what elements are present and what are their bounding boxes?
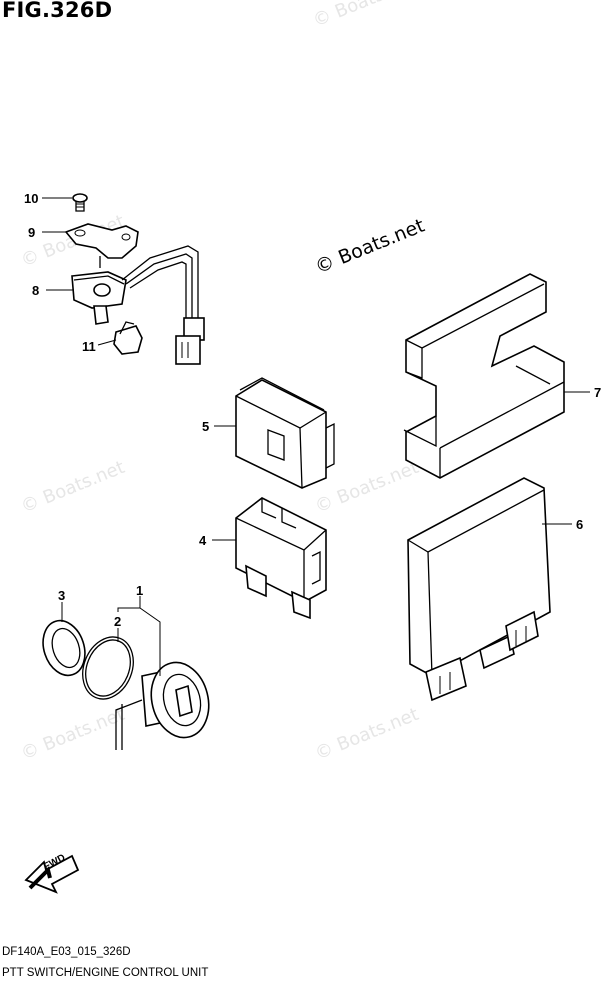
callout-5: 5 — [202, 419, 210, 434]
part-1-switch — [115, 661, 210, 750]
callout-9: 9 — [28, 225, 36, 240]
part-5-box — [235, 377, 335, 489]
callout-2: 2 — [114, 614, 122, 629]
figure-title: FIG.326D — [2, 0, 113, 22]
part-8-sensor — [71, 245, 205, 365]
callout-4: 4 — [199, 533, 207, 548]
part-7-cover — [403, 273, 565, 479]
diagram-caption: PTT SWITCH/ENGINE CONTROL UNIT — [2, 967, 209, 979]
part-6-ecu — [407, 477, 551, 702]
callout-3: 3 — [58, 588, 66, 603]
callout-11: 11 — [82, 339, 96, 354]
callout-10: 10 — [24, 191, 39, 206]
part-9-bracket — [64, 223, 139, 268]
part-3-nut — [42, 619, 86, 677]
callout-8: 8 — [32, 283, 40, 298]
diagram-code: DF140A_E03_015_326D — [2, 946, 131, 958]
callout-7: 7 — [594, 385, 602, 400]
part-4-module — [235, 497, 327, 620]
fwd-arrow-icon — [24, 854, 80, 894]
part-2-oring — [82, 636, 134, 700]
callout-6: 6 — [576, 517, 584, 532]
part-10-screw — [72, 193, 88, 212]
leader-lines — [42, 197, 590, 676]
part-11-clip — [113, 321, 143, 355]
callout-1: 1 — [136, 583, 144, 598]
